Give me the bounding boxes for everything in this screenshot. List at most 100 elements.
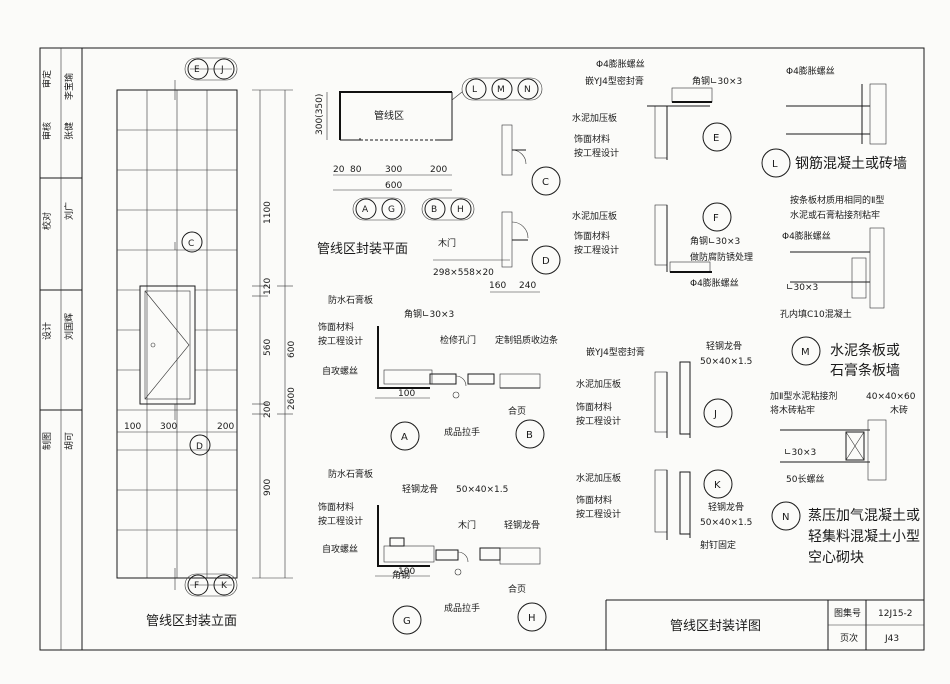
H-note-keel: 轻钢龙骨 — [504, 519, 540, 531]
dim-560: 560 — [263, 339, 273, 356]
title-block-title: 管线区封装详图 — [670, 619, 761, 634]
marker-C-elev-label: C — [188, 239, 194, 249]
plan-marker-N: N — [524, 85, 531, 95]
detail-D-size: 298×558×20 — [433, 268, 494, 278]
detail-G-label: G — [403, 616, 411, 627]
M-caption-1: 水泥条板或 — [830, 342, 900, 359]
plan-marker-A: A — [362, 205, 369, 215]
dim-900: 900 — [263, 479, 273, 496]
detail-C-circle — [531, 166, 561, 196]
detail-D-circle — [531, 245, 561, 275]
plan-marker-B: B — [431, 205, 437, 215]
side-sign-zhitu: 胡可 — [63, 432, 75, 450]
side-label-shending: 审定 — [41, 70, 53, 88]
A-note-bydesign: 按工程设计 — [318, 335, 363, 347]
G-note-finish: 饰面材料 — [318, 501, 354, 513]
detail-J-circle — [703, 398, 733, 428]
J-note-keel: 轻钢龙骨 — [706, 340, 742, 352]
N-note-screw: 50长螺丝 — [786, 473, 824, 485]
side-sign-sheji: 刘国辉 — [63, 313, 75, 340]
L-note-bolt: Φ4膨胀螺丝 — [786, 65, 835, 77]
G-note-bydesign: 按工程设计 — [318, 515, 363, 527]
F-note-anticorrosion: 做防腐防锈处理 — [690, 251, 753, 263]
G-note-screw: 自攻螺丝 — [322, 543, 358, 555]
F-note-bydesign: 按工程设计 — [574, 244, 619, 256]
detail-J: 嵌YJ4型密封膏 轻钢龙骨 50×40×1.5 水泥加压板 饰面材料 按工程设计… — [576, 340, 752, 438]
E-note-angle: 角钢∟30×3 — [692, 75, 742, 87]
K-note-keel-size: 50×40×1.5 — [700, 518, 752, 528]
plan-marker-L: L — [472, 85, 477, 95]
K-note-keel: 轻钢龙骨 — [708, 501, 744, 513]
detail-L-label: L — [772, 159, 778, 170]
atlas-label: 图集号 — [834, 607, 861, 619]
side-label-shenhe: 审核 — [41, 122, 53, 140]
elevation-title: 管线区封装立面 — [146, 614, 237, 629]
B-note-trim: 定制铝质收边条 — [495, 334, 558, 346]
plan-dim-20: 20 — [333, 165, 345, 175]
detail-D-label: D — [542, 256, 550, 267]
marker-E-top-label: E — [194, 65, 200, 75]
detail-N-circle — [771, 501, 801, 531]
M-caption-2: 石膏条板墙 — [830, 362, 900, 379]
access-door — [139, 285, 196, 405]
marker-D-elev — [189, 434, 211, 456]
plan-area-label: 管线区 — [374, 109, 404, 122]
E-note-finish: 饰面材料 — [574, 133, 610, 145]
side-label-zhitu: 制图 — [41, 432, 53, 450]
J-note-bydesign: 按工程设计 — [576, 415, 621, 427]
detail-H-circle — [517, 602, 547, 632]
N-note-1: 加Ⅱ型水泥粘接剂 — [770, 390, 837, 402]
detail-F-circle — [702, 202, 732, 232]
A-note-screw: 自攻螺丝 — [322, 365, 358, 377]
E-note-bydesign: 按工程设计 — [574, 147, 619, 159]
detail-B-circle — [515, 419, 545, 449]
detail-GH: 防水石膏板 轻钢龙骨 50×40×1.5 饰面材料 按工程设计 自攻螺丝 角钢 … — [318, 468, 547, 635]
N-note-size: 40×40×60 — [866, 392, 916, 402]
marker-C-elev — [181, 231, 203, 253]
detail-M: 按条板材质用相同的Ⅱ型 水泥或石膏粘接剂粘牢 Φ4膨胀螺丝 ∟30×3 孔内填C… — [780, 194, 900, 379]
side-sign-shenhe: 张健 — [63, 122, 75, 140]
L-caption: 钢筋混凝土或砖墙 — [795, 155, 907, 172]
E-note-sealant: 嵌YJ4型密封膏 — [585, 75, 644, 87]
marker-K-bottom-label: K — [221, 581, 228, 591]
K-note-cement-board: 水泥加压板 — [576, 472, 621, 484]
detail-A-label: A — [401, 432, 408, 443]
detail-G-circle — [392, 605, 422, 635]
detail-F: 水泥加压板 饰面材料 按工程设计 角钢∟30×3 做防腐防锈处理 Φ4膨胀螺丝 … — [572, 202, 753, 289]
G-note-gypsum: 防水石膏板 — [328, 468, 373, 480]
N-note-angle: ∟30×3 — [784, 448, 816, 458]
detail-A-circle — [390, 421, 420, 451]
F-note-angle: 角钢∟30×3 — [690, 235, 740, 247]
detail-L: Φ4膨胀螺丝 L 钢筋混凝土或砖墙 — [761, 65, 907, 178]
plan-dim-side: 300(350) — [315, 94, 325, 135]
A-note-angle: 角钢∟30×3 — [404, 308, 454, 320]
G-note-angle: 角钢 — [392, 569, 410, 581]
detail-E: Φ4膨胀螺丝 嵌YJ4型密封膏 角钢∟30×3 水泥加压板 饰面材料 按工程设计… — [572, 58, 742, 160]
N-caption-2: 轻集料混凝土小型 — [808, 528, 920, 545]
detail-M-label: M — [801, 347, 810, 358]
M-note-bolt: Φ4膨胀螺丝 — [782, 230, 831, 242]
G-note-keel: 轻钢龙骨 — [402, 483, 438, 495]
side-label-sheji: 设计 — [41, 322, 53, 340]
dim-1100: 1100 — [263, 201, 273, 224]
plan-dim-300: 300 — [385, 165, 402, 175]
dim-600: 600 — [287, 341, 297, 358]
M-note-2: 水泥或石膏粘接剂粘牢 — [790, 209, 880, 221]
dim-h-100: 100 — [124, 422, 141, 432]
K-note-bydesign: 按工程设计 — [576, 508, 621, 520]
E-note-bolt: Φ4膨胀螺丝 — [596, 58, 645, 70]
detail-AB: 防水石膏板 角钢∟30×3 饰面材料 按工程设计 自攻螺丝 检修孔门 定制铝质收… — [318, 294, 558, 451]
detail-D-d2: 240 — [519, 281, 536, 291]
J-note-finish: 饰面材料 — [576, 401, 612, 413]
detail-L-circle — [761, 148, 791, 178]
plan-marker-M: M — [497, 85, 505, 95]
page-no: J43 — [884, 634, 899, 644]
plan-title: 管线区封装平面 — [317, 242, 408, 257]
M-note-angle: ∟30×3 — [786, 283, 818, 293]
detail-E-circle — [702, 122, 732, 152]
detail-H-label: H — [528, 613, 536, 624]
G-note-keel-size: 50×40×1.5 — [456, 485, 508, 495]
M-note-1: 按条板材质用相同的Ⅱ型 — [790, 194, 884, 206]
dim-2600: 2600 — [287, 387, 297, 410]
detail-M-circle — [791, 336, 821, 366]
